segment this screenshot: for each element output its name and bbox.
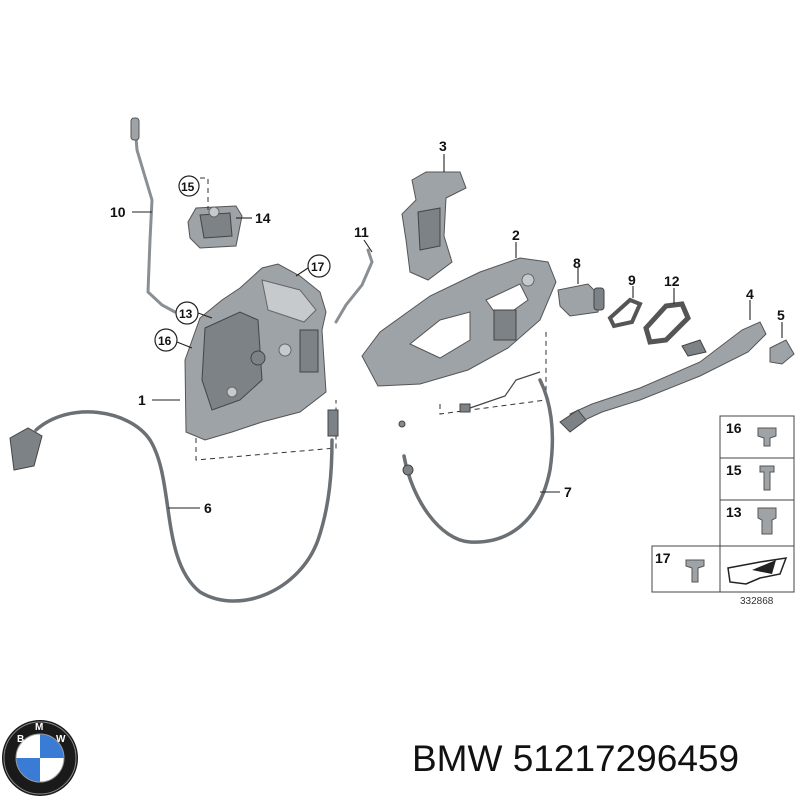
- part-11-rod: [334, 248, 374, 324]
- part-6-cable: [9, 409, 339, 603]
- part-1-door-lock: [184, 263, 327, 441]
- callout-10: 10: [110, 204, 126, 220]
- part-14-striker: [187, 205, 243, 249]
- svg-text:B: B: [17, 734, 24, 745]
- diagram-reference-number: 332868: [740, 596, 774, 607]
- callout-16: 16: [158, 334, 172, 348]
- callout-2: 2: [512, 227, 520, 243]
- part-12-seal: [643, 301, 691, 345]
- callout-13: 13: [179, 307, 193, 321]
- callout-8: 8: [573, 255, 581, 271]
- svg-text:M: M: [35, 722, 43, 733]
- callout-11: 11: [354, 224, 369, 240]
- svg-text:W: W: [56, 734, 66, 745]
- part-caption: BMW 51217296459: [412, 738, 739, 780]
- callout-15: 15: [181, 180, 195, 194]
- part-9-gasket: [607, 297, 643, 329]
- legend-item-17: 17: [655, 550, 671, 566]
- callout-9: 9: [628, 272, 636, 288]
- fastener-legend: 16 15 13 17: [651, 415, 795, 593]
- callout-12: 12: [664, 273, 680, 289]
- part-number: 51217296459: [512, 738, 740, 779]
- callout-4: 4: [746, 286, 754, 302]
- callout-14: 14: [255, 210, 271, 226]
- legend-item-15: 15: [726, 462, 742, 478]
- legend-item-16: 16: [726, 420, 742, 436]
- callout-17: 17: [311, 260, 325, 274]
- part-5-cap: [769, 339, 795, 365]
- part-10-rod: [130, 117, 177, 314]
- part-3-bracket: [401, 171, 467, 281]
- bmw-logo: B M W: [2, 720, 78, 796]
- part-2-handle-carrier: [361, 257, 557, 387]
- callout-5: 5: [777, 307, 785, 323]
- callout-6: 6: [204, 500, 212, 516]
- brand-name: BMW: [412, 738, 503, 779]
- part-8-lock-cylinder: [557, 283, 605, 317]
- part-4-door-handle: [559, 321, 767, 433]
- part-7-cable: [398, 371, 555, 544]
- callout-3: 3: [439, 138, 447, 154]
- callout-1: 1: [138, 392, 146, 408]
- legend-item-13: 13: [726, 504, 742, 520]
- callout-7: 7: [564, 484, 572, 500]
